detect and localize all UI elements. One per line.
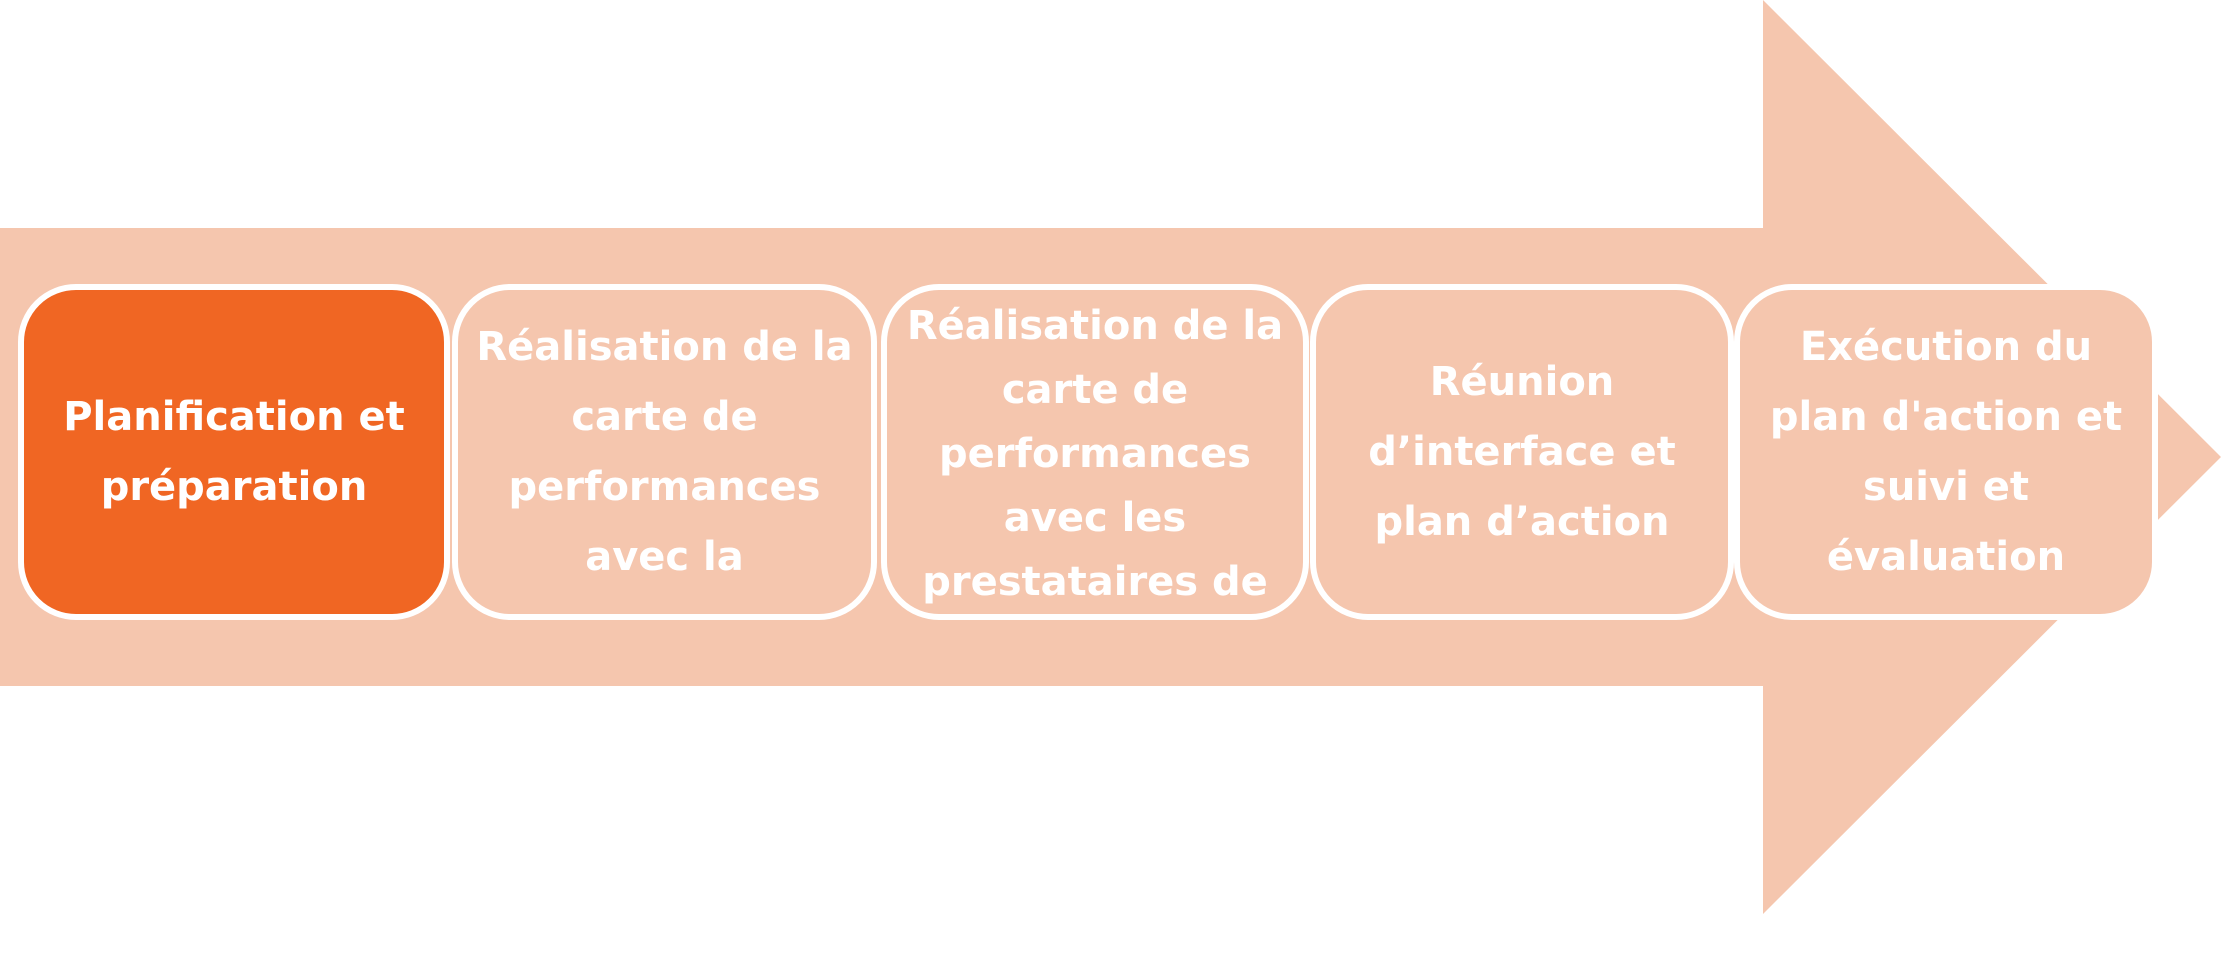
step-performance-card-internal[interactable]: Réalisation de la carte de performances … (452, 284, 877, 620)
step-execution-label: Exécution du plan d'action et suivi et é… (1769, 324, 2123, 580)
step-planning[interactable]: Planification et préparation (18, 284, 450, 620)
step-performance-card-providers[interactable]: Réalisation de la carte de performances … (881, 284, 1309, 620)
step-performance-card-internal-label: Réalisation de la carte de performances … (476, 324, 853, 580)
step-interface-meeting-label: Réunion d’interface et plan d’action (1368, 359, 1676, 545)
step-interface-meeting[interactable]: Réunion d’interface et plan d’action (1310, 284, 1734, 620)
step-planning-label: Planification et préparation (63, 394, 405, 510)
step-performance-card-providers-label: Réalisation de la carte de performances … (906, 303, 1284, 605)
step-execution[interactable]: Exécution du plan d'action et suivi et é… (1734, 284, 2158, 620)
